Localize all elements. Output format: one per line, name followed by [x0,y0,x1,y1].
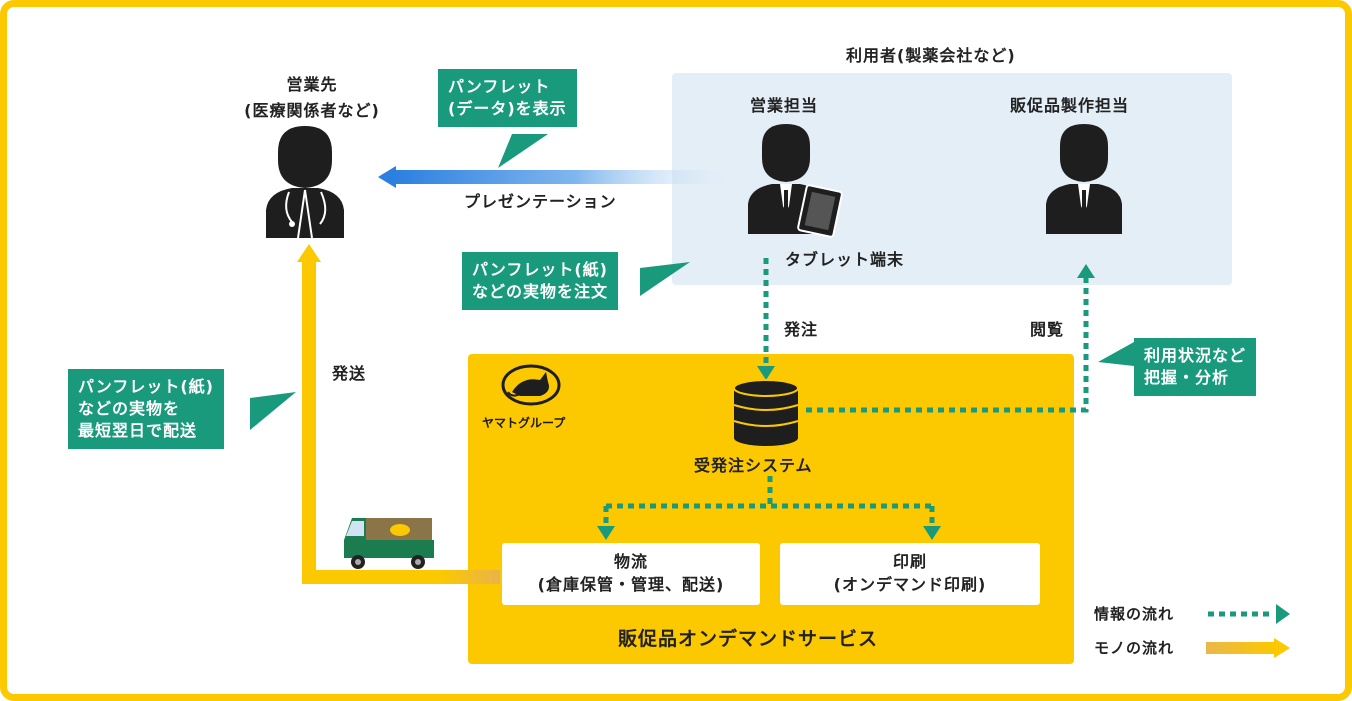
callout-pointer-order [640,262,690,296]
promo-maker-label: 販促品製作担当 [1010,96,1130,115]
callout-pointer-show [498,134,548,168]
printing-arrowhead [923,526,941,540]
legend-goods-label: モノの流れ [1094,639,1175,657]
goods-flow-arrow [297,244,500,584]
info-flow-lines [603,258,1089,526]
logistics-box: 物流 (倉庫保管・管理、配送) [502,543,760,605]
sales-target-line2: (医療関係者など) [244,101,380,120]
callout-pointer-deliver [250,392,296,430]
printing-line2: (オンデマンド印刷) [833,575,987,594]
doctor-icon [266,126,344,239]
callout-pointer-usage [1098,342,1134,366]
tablet-label: タブレット端末 [785,250,905,269]
callout-order-line1: パンフレット(紙) [472,260,608,279]
order-arrowhead [757,366,775,380]
sales-target-line1: 営業先 [286,75,338,94]
logistics-arrowhead [597,526,615,540]
callout-show-line1: パンフレット [448,77,551,96]
presentation-arrow [378,166,724,188]
legend-info-arrow [1208,604,1290,624]
order-system-label: 受発注システム [694,456,813,475]
users-group-area [672,73,1232,285]
order-label: 発注 [784,320,819,339]
callout-usage-analysis: 利用状況など 把握・分析 [1134,338,1257,396]
logistics-line2: (倉庫保管・管理、配送) [537,575,725,594]
service-title: 販促品オンデマンドサービス [618,628,879,650]
presentation-label: プレゼンテーション [464,192,617,211]
database-icon [733,379,799,446]
logistics-line1: 物流 [613,552,648,571]
callout-usage-line1: 利用状況など [1144,346,1247,365]
callout-deliver-line2: などの実物を [78,399,181,418]
users-group-title: 利用者(製薬会社など) [846,46,1016,65]
browse-arrowhead [1077,264,1095,278]
callout-deliver-line1: パンフレット(紙) [78,377,214,396]
callout-order-line2: などの実物を注文 [472,282,609,301]
sales-rep-label: 営業担当 [750,96,819,115]
printing-line1: 印刷 [892,552,927,571]
printing-box: 印刷 (オンデマンド印刷) [780,543,1040,605]
callout-deliver-line3: 最短翌日で配送 [78,421,198,440]
yamato-logo-text: ヤマトグループ [482,416,566,430]
tablet-icon [797,184,843,238]
browse-label: 閲覧 [1030,320,1065,339]
black-cat-logo-icon [501,364,561,406]
callout-order-paper: パンフレット(紙) などの実物を注文 [462,252,619,310]
staff-person-icon [1046,124,1122,234]
ship-label: 発送 [332,364,367,383]
callout-show-pamphlet: パンフレット (データ)を表示 [438,69,577,127]
callout-usage-line2: 把握・分析 [1144,368,1230,387]
sales-target-label: 営業先 (医療関係者など) [222,72,402,124]
legend-info-label: 情報の流れ [1094,605,1175,623]
callout-deliver-paper: パンフレット(紙) などの実物を 最短翌日で配送 [68,369,224,449]
browse-flow-line [806,278,1089,413]
delivery-truck-icon [344,518,434,569]
callout-show-line2: (データ)を表示 [448,99,567,118]
legend-goods-arrow [1206,638,1290,658]
